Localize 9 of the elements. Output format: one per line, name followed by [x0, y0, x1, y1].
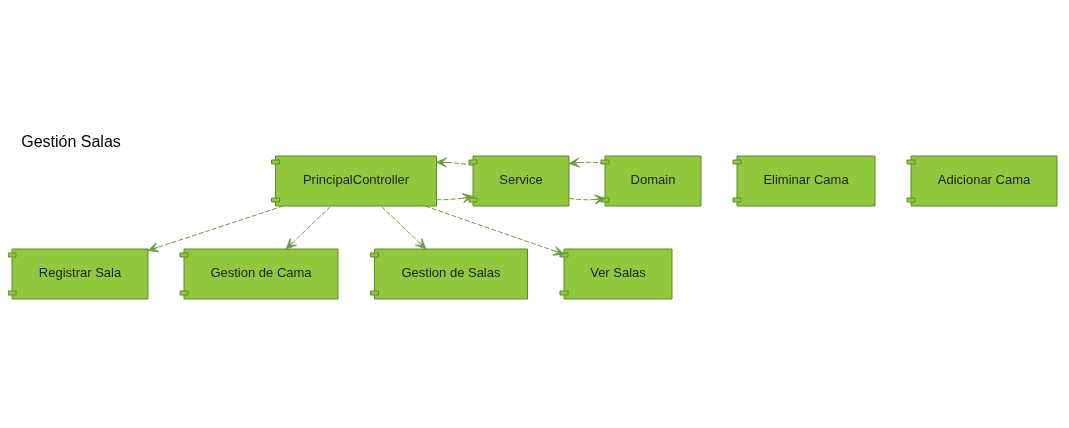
diagram-title: Gestión Salas — [21, 132, 121, 150]
arrow — [147, 205, 284, 252]
arrow — [436, 192, 474, 203]
arrow — [436, 156, 474, 167]
arrow — [285, 205, 332, 249]
arrow — [424, 205, 565, 256]
arrow — [568, 194, 606, 204]
arrow — [568, 157, 606, 167]
arrow — [380, 205, 427, 249]
